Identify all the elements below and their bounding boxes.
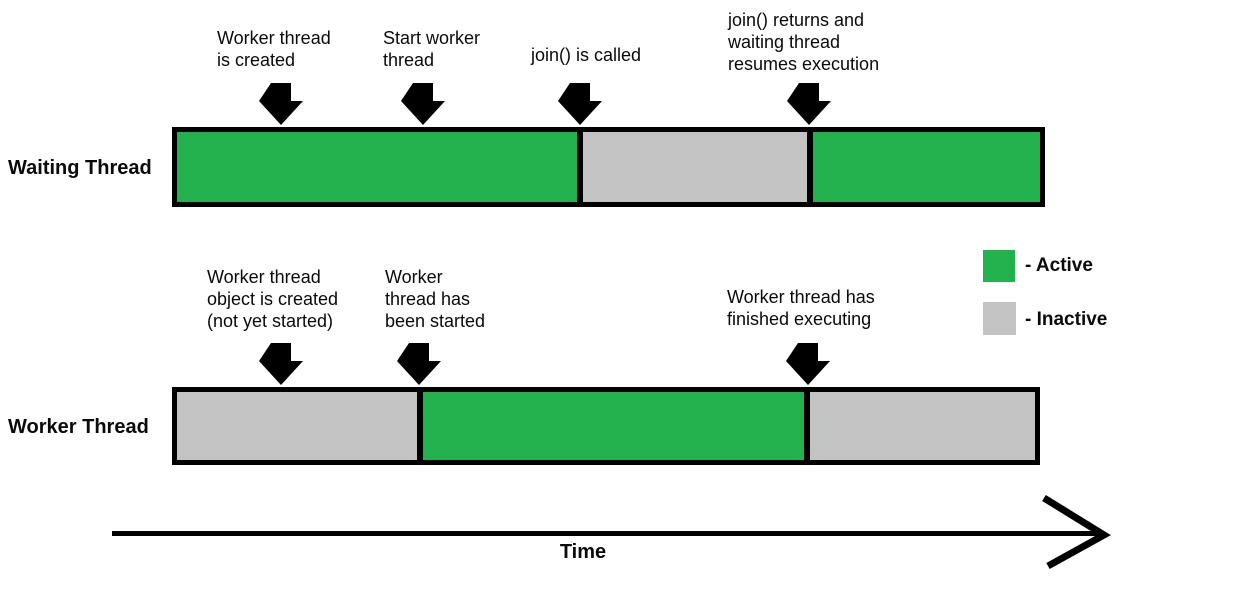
worker-bar-segment-active	[423, 392, 804, 460]
legend-active-swatch	[983, 250, 1015, 282]
annotation-line: resumes execution	[728, 54, 880, 74]
annotation-join-returns: join() returns and waiting thread resume…	[728, 9, 879, 75]
down-arrow-icon	[558, 83, 602, 125]
annotation-worker-started: Worker thread has been started	[385, 266, 485, 332]
down-arrow-icon	[259, 343, 303, 385]
legend-inactive-label: - Inactive	[1025, 309, 1108, 330]
annotation-line: finished executing	[727, 309, 872, 329]
annotation-line: join() returns and	[728, 10, 865, 30]
waiting-thread-label: Waiting Thread	[8, 157, 152, 179]
annotation-start-worker-thread: Start worker thread	[383, 27, 480, 71]
waiting-bar-segment-active	[177, 132, 577, 202]
annotation-line: been started	[385, 311, 486, 331]
annotation-line: Worker thread	[207, 267, 321, 287]
worker-thread-bar	[172, 387, 1040, 465]
annotation-line: object is created	[207, 289, 339, 309]
time-axis-arrowhead-icon	[1038, 492, 1112, 579]
annotation-join-called: join() is called	[531, 44, 641, 66]
annotation-worker-object-created: Worker thread object is created (not yet…	[207, 266, 338, 332]
time-axis-label: Time	[559, 541, 607, 563]
down-arrow-icon	[259, 83, 303, 125]
down-arrow-icon	[401, 83, 445, 125]
down-arrow-icon	[787, 83, 831, 125]
down-arrow-icon	[786, 343, 830, 385]
waiting-bar-segment-inactive	[583, 132, 807, 202]
legend-inactive-swatch	[983, 302, 1016, 335]
time-axis-line	[112, 531, 1103, 536]
annotation-line: Worker	[385, 267, 443, 287]
down-arrow-icon	[397, 343, 441, 385]
worker-bar-segment-inactive	[177, 392, 417, 460]
worker-bar-segment-inactive	[810, 392, 1035, 460]
worker-thread-label: Worker Thread	[8, 416, 149, 438]
waiting-bar-segment-active	[813, 132, 1040, 202]
annotation-line: waiting thread	[728, 32, 841, 52]
annotation-line: (not yet started)	[207, 311, 334, 331]
legend-active-label: - Active	[1025, 255, 1093, 276]
annotation-worker-thread-created: Worker thread is created	[217, 27, 331, 71]
annotation-worker-finished: Worker thread has finished executing	[727, 286, 875, 330]
annotation-line: join() is called	[531, 45, 642, 65]
annotation-line: Worker thread has	[727, 287, 875, 307]
annotation-line: thread has	[385, 289, 471, 309]
annotation-line: Start worker	[383, 28, 481, 48]
annotation-line: is created	[217, 50, 296, 70]
annotation-line: Worker thread	[217, 28, 331, 48]
annotation-line: thread	[383, 50, 435, 70]
waiting-thread-bar	[172, 127, 1045, 207]
